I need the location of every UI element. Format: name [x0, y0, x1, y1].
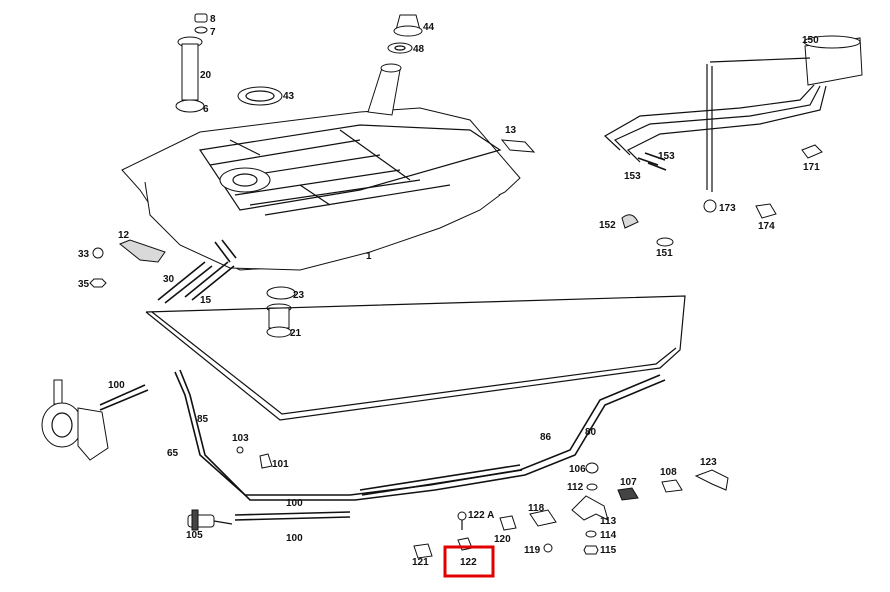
label-20: 20 — [200, 70, 212, 81]
hoses-30-15 — [157, 261, 235, 304]
label-121: 121 — [412, 557, 429, 568]
small-parts-right — [621, 144, 823, 247]
fuel-filter — [187, 509, 233, 531]
vent-reservoir-150 — [603, 35, 863, 192]
callout-labels: 8 7 20 6 44 48 43 13 1 12 33 35 30 15 23… — [78, 14, 820, 568]
label-122a: 122 A — [468, 510, 494, 521]
label-35: 35 — [78, 279, 90, 290]
label-152: 152 — [599, 220, 616, 231]
label-43: 43 — [283, 91, 295, 102]
fuel-tank — [121, 63, 521, 271]
label-13: 13 — [505, 125, 517, 136]
label-105: 105 — [186, 530, 203, 541]
label-1: 1 — [366, 251, 372, 262]
label-33: 33 — [78, 249, 90, 260]
label-120: 120 — [494, 534, 511, 545]
label-101: 101 — [272, 459, 289, 470]
label-6: 6 — [203, 104, 209, 115]
label-106: 106 — [569, 464, 586, 475]
label-100-mid: 100 — [286, 498, 303, 509]
label-114: 114 — [600, 530, 617, 541]
label-112: 112 — [567, 482, 584, 493]
label-122: 122 — [460, 557, 477, 568]
label-150: 150 — [802, 35, 819, 46]
label-173: 173 — [719, 203, 736, 214]
label-7: 7 — [210, 27, 216, 38]
label-65: 65 — [167, 448, 179, 459]
label-108: 108 — [660, 467, 677, 478]
label-153-left: 153 — [624, 171, 641, 182]
label-100-bottom: 100 — [286, 533, 303, 544]
label-174: 174 — [758, 221, 775, 232]
label-44: 44 — [423, 22, 435, 33]
label-80: 80 — [585, 427, 597, 438]
bottom-small-parts — [413, 509, 599, 559]
label-86: 86 — [540, 432, 552, 443]
label-100-top: 100 — [108, 380, 125, 391]
bracket-13 — [500, 139, 536, 153]
label-85: 85 — [197, 414, 209, 425]
fuel-pump — [41, 379, 149, 461]
label-115: 115 — [600, 545, 617, 556]
label-118: 118 — [528, 503, 545, 514]
filler-cap-parts — [237, 14, 423, 106]
label-8: 8 — [210, 14, 216, 25]
label-12: 12 — [118, 230, 130, 241]
highlight-box-122 — [443, 545, 495, 578]
label-123: 123 — [700, 457, 717, 468]
label-113: 113 — [600, 516, 617, 527]
label-15: 15 — [200, 295, 212, 306]
label-151: 151 — [656, 248, 673, 259]
label-171: 171 — [803, 162, 820, 173]
label-23: 23 — [293, 290, 305, 301]
label-21: 21 — [290, 328, 302, 339]
clamp-parts — [571, 462, 729, 521]
label-103: 103 — [232, 433, 249, 444]
label-30: 30 — [163, 274, 175, 285]
label-119: 119 — [524, 545, 541, 556]
label-48: 48 — [413, 44, 425, 55]
fuel-lines — [145, 295, 686, 521]
clips-103-101 — [236, 446, 273, 469]
label-153-right: 153 — [658, 151, 675, 162]
fuel-sender-unit — [175, 13, 208, 113]
label-107: 107 — [620, 477, 637, 488]
small-parts-left — [89, 239, 166, 288]
